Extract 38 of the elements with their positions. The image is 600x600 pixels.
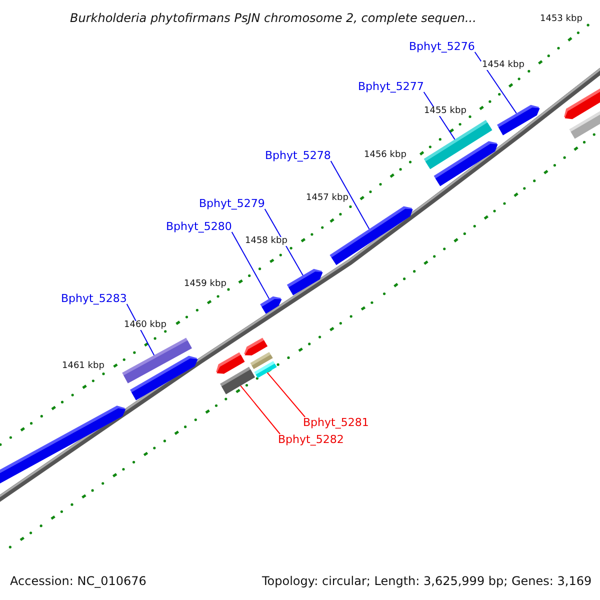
leader-line [330, 160, 370, 230]
gene-feature [434, 141, 498, 186]
leader-line [231, 232, 270, 300]
scale-label: 1454 kbp [481, 61, 526, 70]
gene-label: Bphyt_5281 [303, 417, 369, 428]
leader-line [474, 52, 517, 114]
scale-label: 1455 kbp [423, 107, 468, 116]
scale-label: 1460 kbp [123, 321, 168, 330]
gene-feature [330, 206, 413, 265]
gene-label: Bphyt_5280 [166, 221, 232, 232]
scale-label: 1458 kbp [244, 237, 288, 246]
scale-label: 1459 kbp [183, 280, 228, 289]
summary-text: Topology: circular; Length: 3,625,999 bp; Genes: 3,169 [262, 575, 592, 587]
map-title: Burkholderia phytofirmans PsJN chromosome 2, complete sequen... [70, 12, 476, 24]
gene-feature [564, 88, 600, 120]
accession-text: Accession: NC_010676 [10, 575, 146, 587]
leader-line [266, 372, 306, 418]
gene-feature [244, 338, 268, 356]
gene-label: Bphyt_5276 [409, 41, 475, 52]
gene-label: Bphyt_5283 [61, 293, 127, 304]
gene-feature [286, 268, 323, 296]
gene-label: Bphyt_5278 [265, 150, 331, 161]
gene-label: Bphyt_5277 [358, 81, 424, 92]
gene-feature [220, 366, 255, 394]
scale-label: 1457 kbp [305, 194, 350, 203]
gene-feature [130, 356, 198, 400]
gene-feature [254, 361, 277, 378]
scale-label: 1453 kbp [539, 15, 584, 24]
leader-line [240, 385, 280, 434]
gene-feature [497, 104, 540, 136]
gene-label: Bphyt_5279 [199, 198, 265, 209]
gene-feature [569, 109, 600, 139]
scale-label: 1456 kbp [363, 151, 408, 160]
leader-line [264, 208, 304, 276]
gene-label: Bphyt_5282 [278, 434, 344, 445]
gene-feature [216, 352, 245, 374]
scale-label: 1461 kbp [61, 362, 106, 371]
gene-feature [260, 296, 282, 314]
